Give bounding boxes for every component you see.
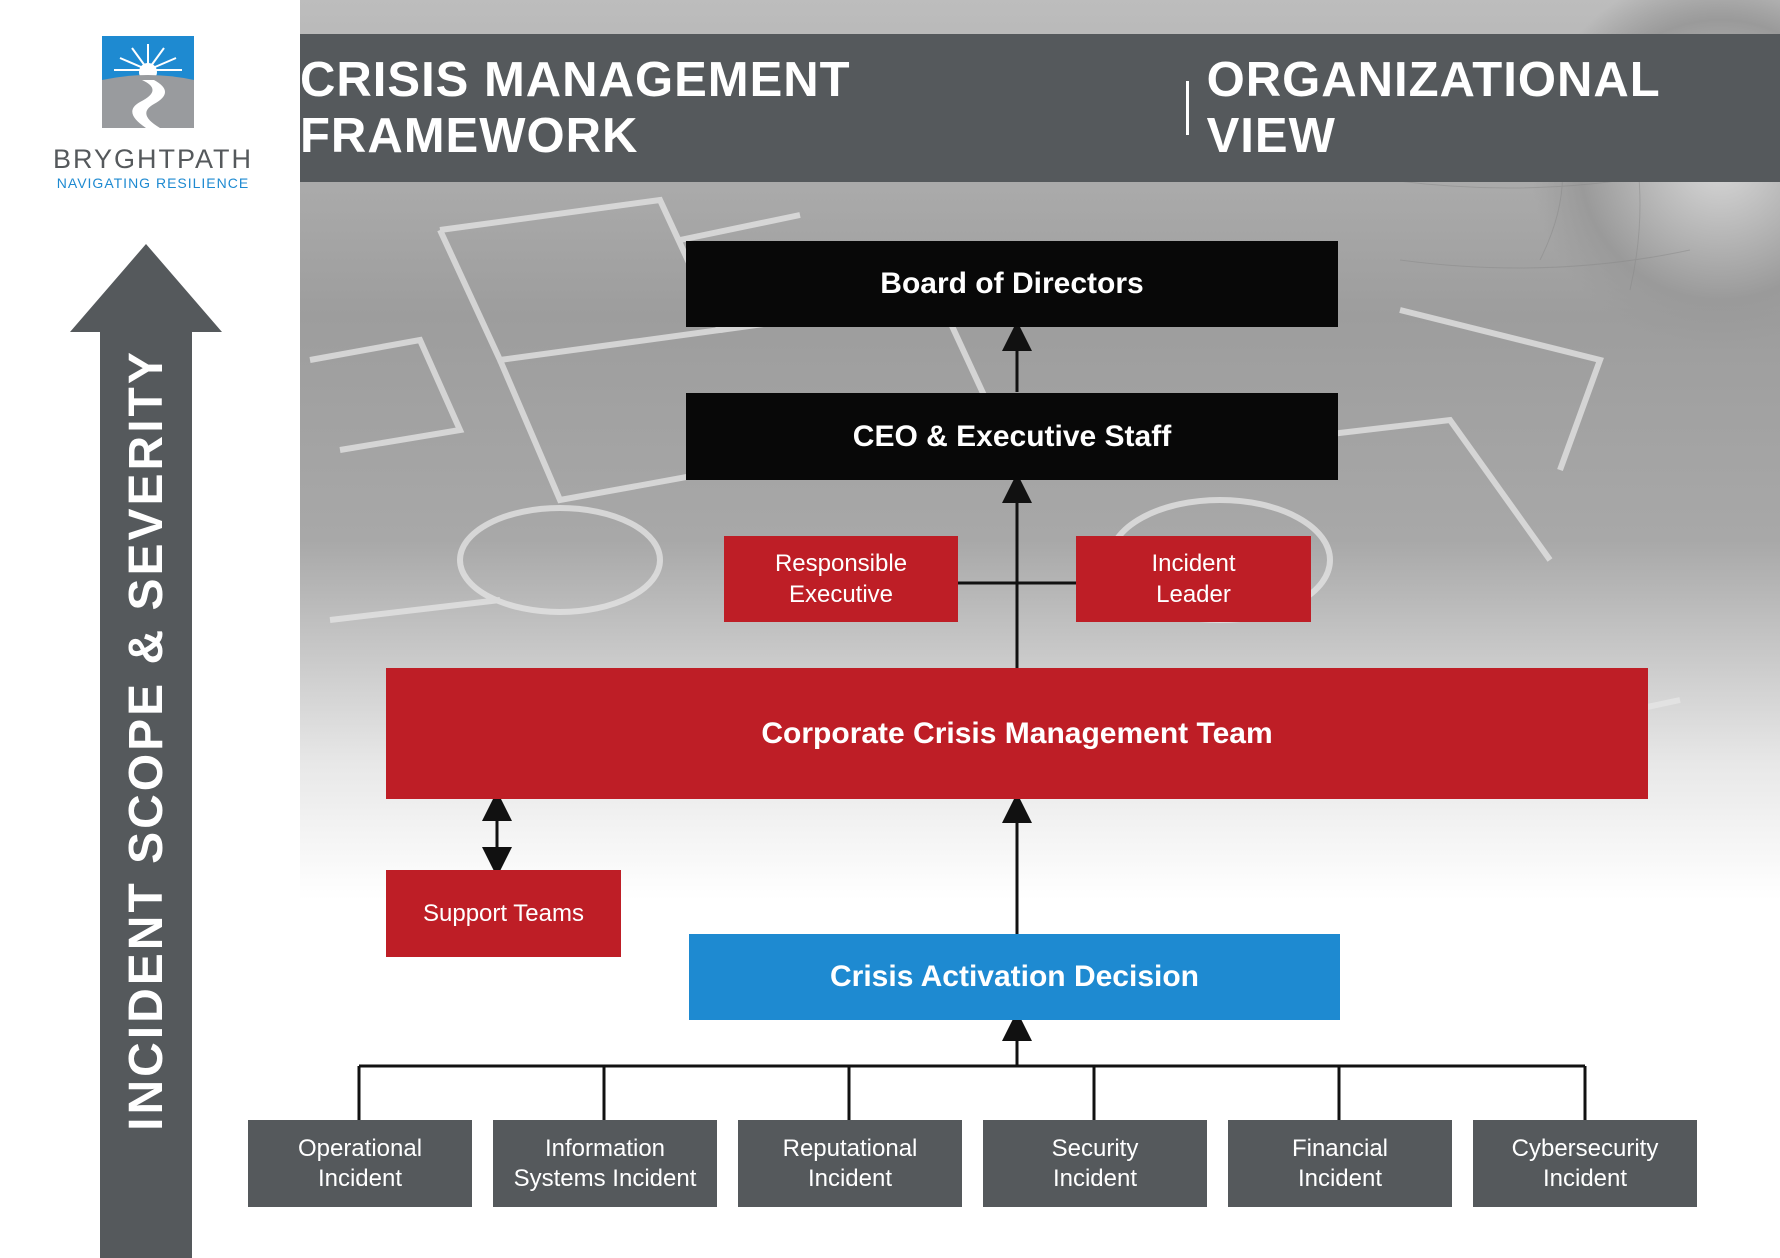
page-title: CRISIS MANAGEMENT FRAMEWORK ORGANIZATION… (300, 34, 1780, 182)
node-label: Corporate Crisis Management Team (761, 716, 1273, 750)
incident-label: Reputational Incident (782, 1134, 918, 1192)
incident-label: Information Systems Incident (513, 1134, 697, 1192)
node-label: Responsible Executive (774, 550, 908, 608)
support-teams-node: Support Teams (386, 870, 621, 957)
node-label: CEO & Executive Staff (852, 419, 1172, 453)
title-divider (1185, 81, 1189, 135)
node-label: Crisis Activation Decision (830, 960, 1199, 993)
incident-leader-node: Incident Leader (1076, 536, 1311, 622)
incident-label: Financial Incident (1291, 1134, 1389, 1192)
board-of-directors-node: Board of Directors (686, 241, 1338, 327)
operational-incident-node: Operational Incident (248, 1120, 472, 1207)
sunrise-path-logo-icon (102, 36, 194, 128)
crisis-activation-decision-node: Crisis Activation Decision (689, 934, 1340, 1020)
incident-label: Cybersecurity Incident (1511, 1134, 1659, 1192)
up-arrow-icon (70, 244, 222, 1258)
information-systems-incident-node: Information Systems Incident (493, 1120, 717, 1207)
ceo-executive-staff-node: CEO & Executive Staff (686, 393, 1338, 480)
node-label: Board of Directors (880, 267, 1144, 300)
responsible-executive-node: Responsible Executive (724, 536, 958, 622)
title-main: CRISIS MANAGEMENT FRAMEWORK (300, 53, 851, 163)
brand-name: BRYGHTPATH (52, 144, 254, 174)
node-label: Incident Leader (1151, 550, 1236, 608)
incident-label: Operational Incident (297, 1134, 423, 1192)
reputational-incident-node: Reputational Incident (738, 1120, 962, 1207)
security-incident-node: Security Incident (983, 1120, 1207, 1207)
brand-tagline: NAVIGATING RESILIENCE (56, 175, 250, 191)
corporate-crisis-management-team-node: Corporate Crisis Management Team (386, 668, 1648, 799)
title-sub: ORGANIZATIONAL VIEW (1206, 53, 1660, 163)
financial-incident-node: Financial Incident (1228, 1120, 1452, 1207)
node-label: Support Teams (423, 900, 584, 927)
incident-label: Security Incident (1051, 1134, 1139, 1192)
cybersecurity-incident-node: Cybersecurity Incident (1473, 1120, 1697, 1207)
